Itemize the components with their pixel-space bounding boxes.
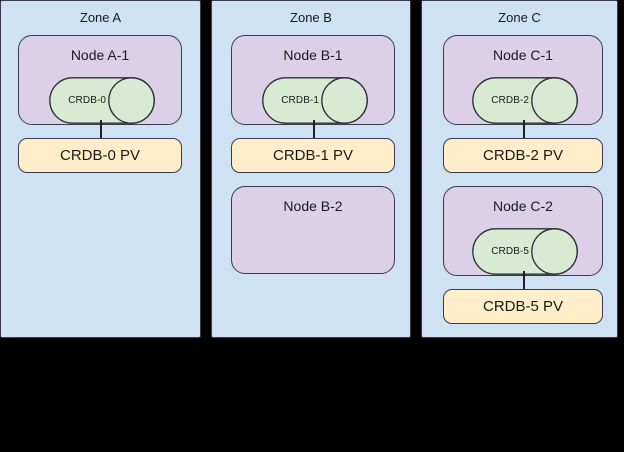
database-cylinder-crdb-2[interactable]: CRDB-2 [472,77,578,124]
zone-container-b[interactable]: Zone B Node B-1 CRDB-1 CRDB-1 PV Node B-… [211,0,411,338]
database-cylinder-crdb-1[interactable]: CRDB-1 [262,77,368,124]
database-cylinder-crdb-0[interactable]: CRDB-0 [49,77,155,124]
pv-label-crdb-2: CRDB-2 PV [482,146,564,164]
cylinder-shape-icon [472,77,578,124]
pv-box-crdb-1[interactable]: CRDB-1 PV [231,138,395,173]
pv-label-crdb-5: CRDB-5 PV [482,297,564,315]
database-cylinder-crdb-5[interactable]: CRDB-5 [472,228,578,275]
node-title-b-2: Node B-2 [283,198,343,214]
pv-box-crdb-5[interactable]: CRDB-5 PV [443,289,603,324]
node-box-c-2[interactable]: Node C-2 CRDB-5 [443,186,603,276]
node-box-c-1[interactable]: Node C-1 CRDB-2 [443,35,603,125]
pv-label-crdb-1: CRDB-1 PV [272,146,354,164]
zone-container-a[interactable]: Zone A Node A-1 CRDB-0 CRDB-0 PV [0,0,201,338]
node-title-a-1: Node A-1 [70,47,130,63]
connector-crdb-1-to-pv [313,120,315,139]
node-box-b-1[interactable]: Node B-1 CRDB-1 [231,35,395,125]
connector-crdb-5-to-pv [523,271,525,290]
zone-container-c[interactable]: Zone C Node C-1 CRDB-2 CRDB-2 PV Node C-… [421,0,618,338]
node-title-c-1: Node C-1 [493,47,553,63]
cylinder-shape-icon [262,77,368,124]
node-box-a-1[interactable]: Node A-1 CRDB-0 [18,35,182,125]
zone-title-a: Zone A [79,10,122,25]
connector-crdb-2-to-pv [523,120,525,139]
zone-title-c: Zone C [498,10,541,25]
cylinder-shape-icon [49,77,155,124]
pv-box-crdb-2[interactable]: CRDB-2 PV [443,138,603,173]
node-title-b-1: Node B-1 [283,47,343,63]
node-box-b-2[interactable]: Node B-2 [231,186,395,274]
cylinder-shape-icon [472,228,578,275]
connector-crdb-0-to-pv [100,120,102,139]
pv-box-crdb-0[interactable]: CRDB-0 PV [18,138,182,173]
pv-label-crdb-0: CRDB-0 PV [59,146,141,164]
node-title-c-2: Node C-2 [493,198,553,214]
zone-title-b: Zone B [290,10,332,25]
